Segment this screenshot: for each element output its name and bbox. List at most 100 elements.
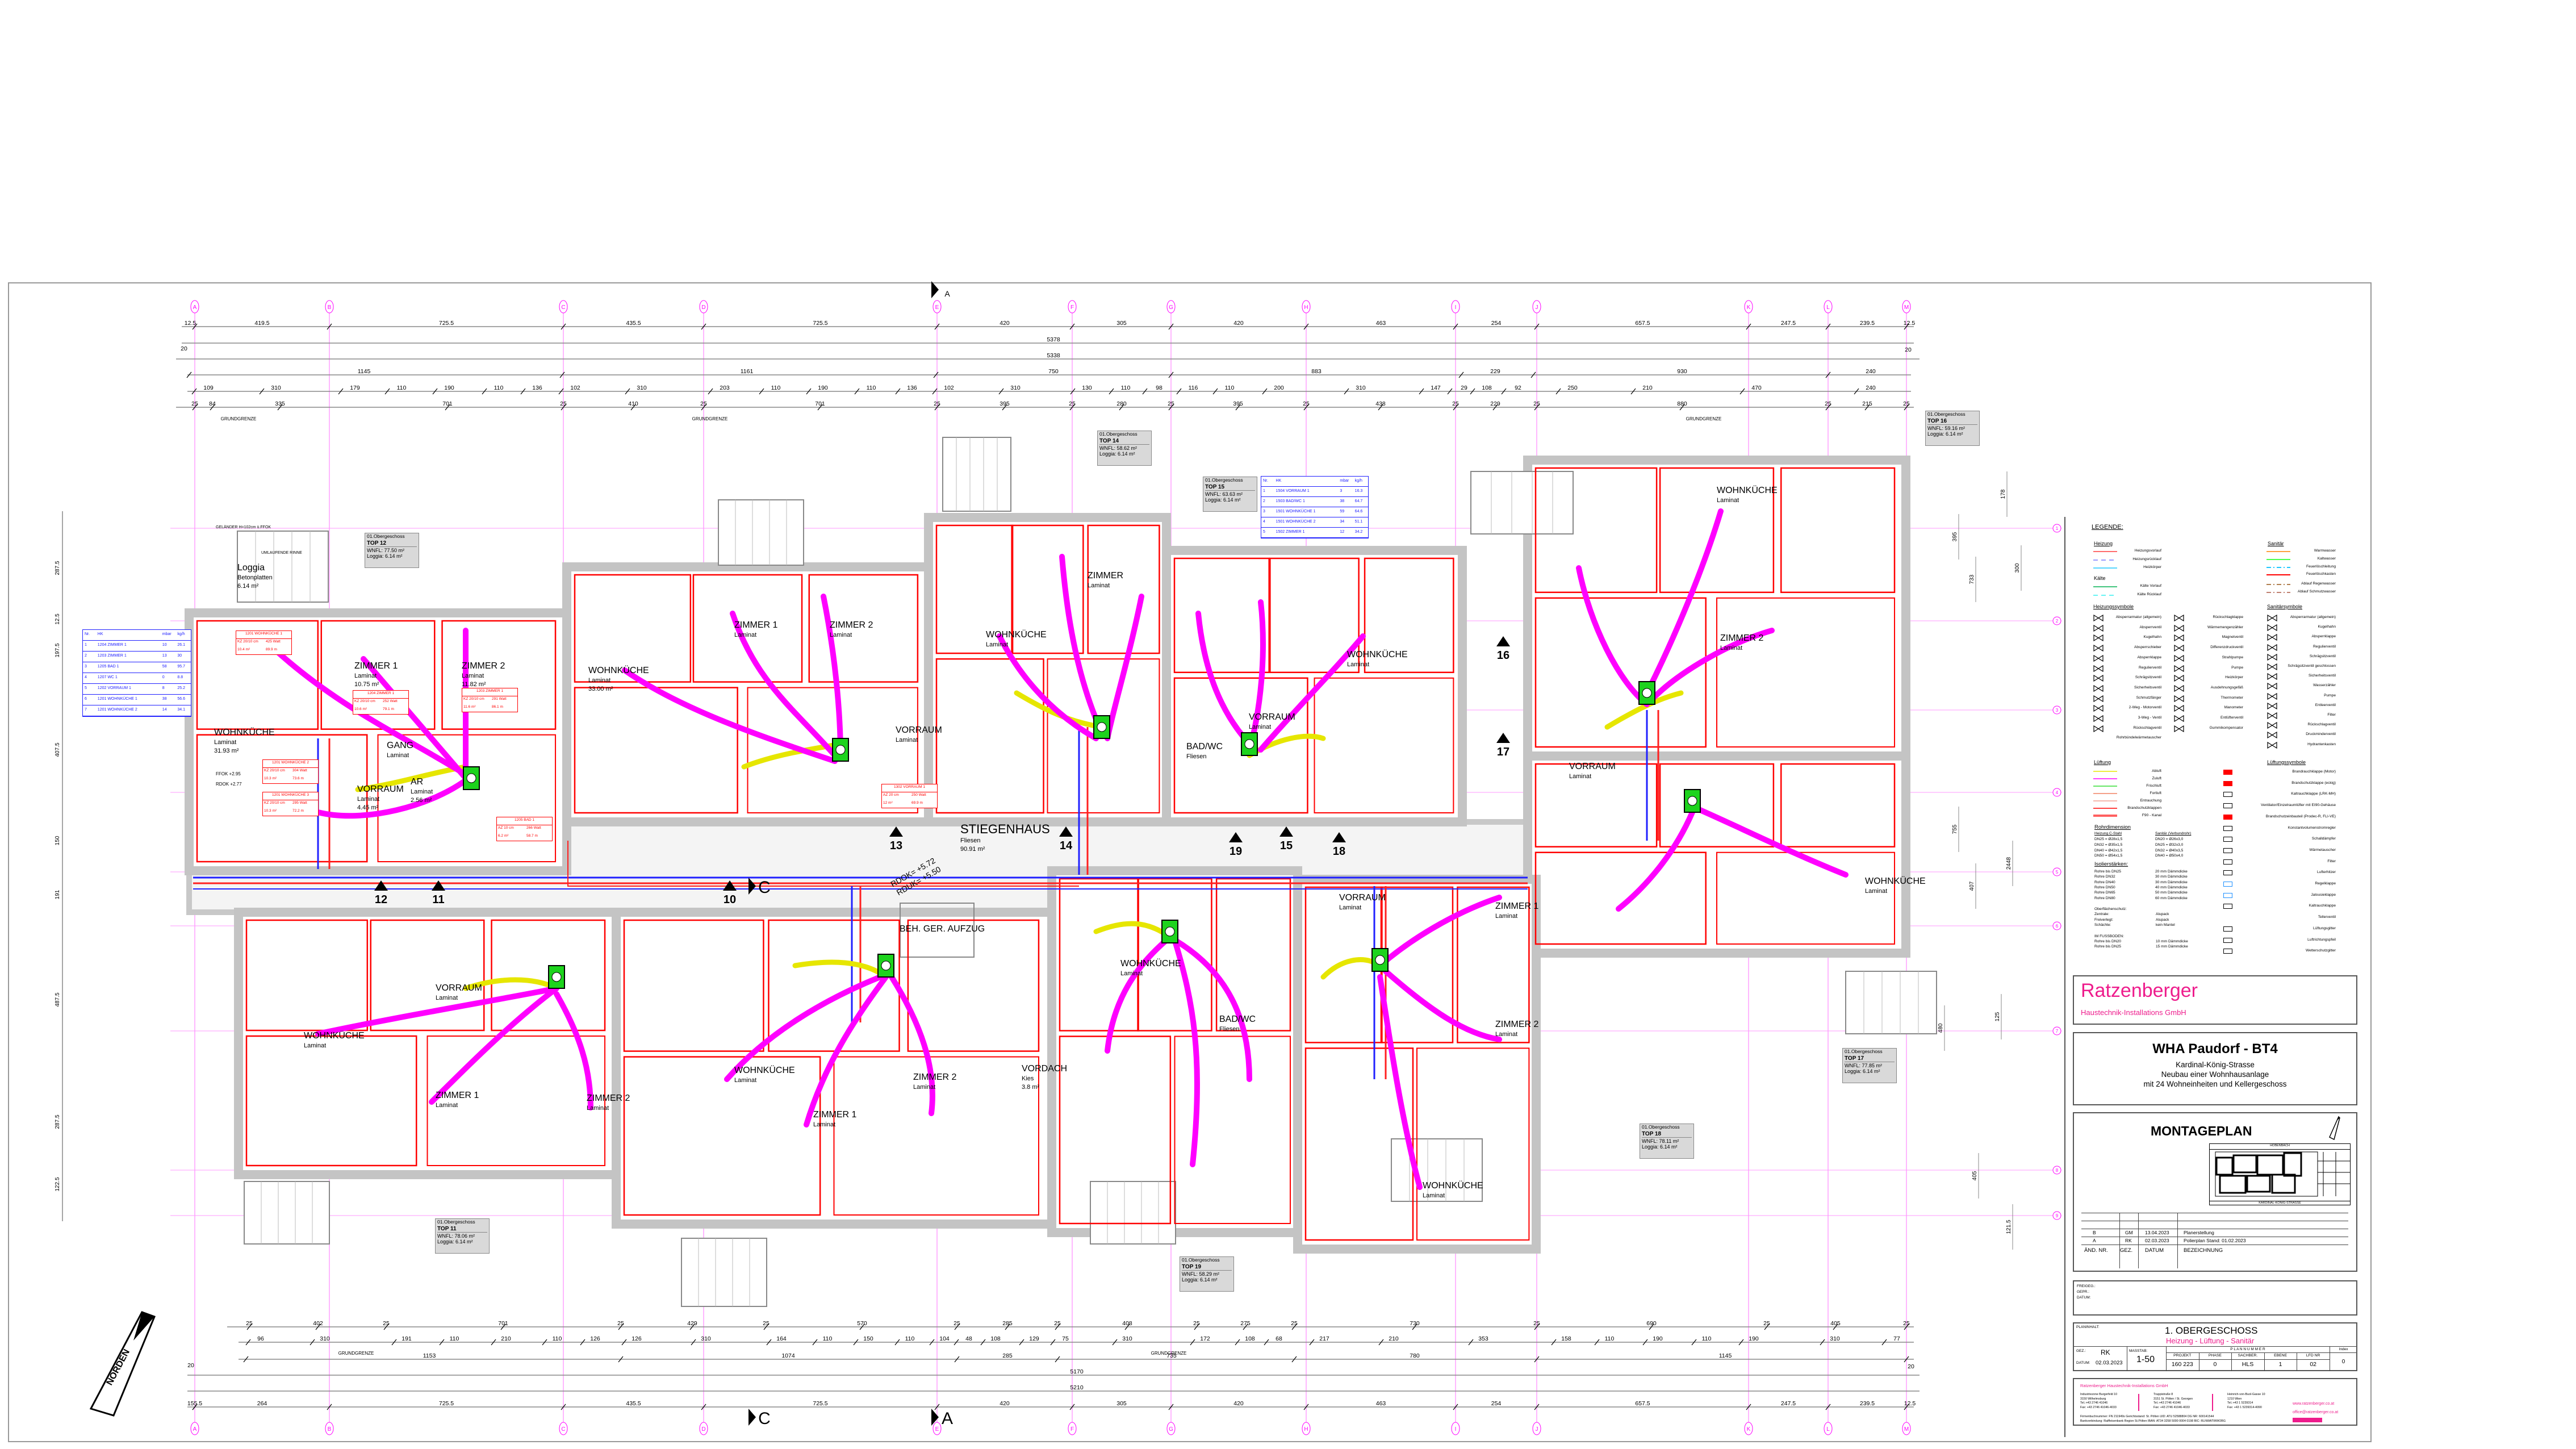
- dimension-value: 147: [1431, 385, 1441, 391]
- room-name: ZIMMER 2: [587, 1093, 630, 1103]
- dimension-tick: [1309, 1339, 1315, 1346]
- legend-valve-symbol-icon: [2267, 673, 2277, 680]
- room-name: WOHNKÜCHE: [1120, 958, 1181, 968]
- revision-row: B GM 13.04.2023 Planerstellung: [2081, 1229, 2348, 1237]
- legend-item: Sicherheitsventil: [2308, 674, 2336, 678]
- axis-bubble: [1068, 1422, 1077, 1435]
- hk-cell: 38: [162, 697, 167, 701]
- dimension-tick: [621, 1339, 627, 1346]
- unit-floor: 01.Obergeschoss: [1182, 1257, 1220, 1263]
- axis-label: E: [935, 304, 939, 311]
- dimension-tick: [934, 404, 940, 411]
- dimension-value: 247.5: [1781, 1400, 1796, 1407]
- heating-circuit-type: KZ 20/10 cm: [237, 640, 258, 644]
- room-outline: [1716, 851, 1896, 945]
- hk-cell: 38: [1340, 499, 1345, 503]
- dimension-value: 215: [1862, 400, 1872, 407]
- axis-label: J: [1536, 304, 1538, 311]
- section-marker-label: A: [942, 1409, 953, 1428]
- plan-number-value: HLS: [2242, 1361, 2254, 1368]
- revision-nr: B: [2093, 1230, 2096, 1235]
- legend-item: Absperrklappe: [2137, 655, 2161, 659]
- legend-item: Jalousieklappe: [2311, 892, 2336, 897]
- room-name: VORRAUM: [896, 725, 942, 735]
- supply-duct: [315, 775, 471, 819]
- dimension-tick: [1019, 1339, 1024, 1346]
- dimension-value: 287.5: [55, 561, 61, 575]
- legend-item: Rohrbündelwärmetauscher: [2116, 736, 2161, 740]
- supply-duct: [821, 594, 843, 758]
- annotation: FFOK +2.95: [216, 771, 241, 776]
- dimension-tick: [1002, 404, 1007, 411]
- dimension-tick: [1458, 371, 1464, 378]
- dimension-tick: [691, 1339, 696, 1346]
- footer-email-link[interactable]: office@ratzenberger.co.at: [2293, 1410, 2339, 1414]
- dimension-tick: [1378, 404, 1383, 411]
- legend-item: Oberflächenschutz:: [2094, 907, 2127, 911]
- room-outline: [747, 687, 918, 813]
- room-outline: [1059, 1035, 1172, 1225]
- dimension-value: 305: [1116, 1400, 1127, 1407]
- legend-item: Heizkörper: [2143, 565, 2161, 569]
- row-axis-label: 2: [2056, 619, 2059, 624]
- legend-item: Alupack: [2156, 917, 2169, 922]
- legend-valve-symbol-icon: [2267, 634, 2277, 641]
- heating-circuit-area: 10.6 m²: [354, 707, 367, 711]
- legend-item: Ausdehnungsgefäß: [2210, 685, 2243, 690]
- loggia-outline: [237, 531, 329, 603]
- project-title: WHA Paudorf - BT4: [2152, 1041, 2278, 1057]
- supply-duct: [1383, 968, 1502, 1042]
- room-outline: [1173, 557, 1270, 674]
- legend-line-swatch: [2266, 584, 2290, 585]
- footer-website-link[interactable]: www.ratzenberger.co.at: [2293, 1402, 2335, 1406]
- dimension-tick: [1142, 388, 1148, 395]
- dimension-tick: [1069, 404, 1075, 411]
- legend-valve-symbol-icon: [2267, 615, 2277, 621]
- supply-duct: [1173, 940, 1201, 1167]
- dimension-tick: [482, 388, 487, 395]
- loggia-outline: [681, 1238, 767, 1307]
- dimension-tick: [1168, 1404, 1174, 1410]
- dimension-value: 25: [1168, 400, 1174, 407]
- dimension-value: 25: [1533, 400, 1540, 407]
- dimension-tick: [1168, 323, 1174, 330]
- dimension-tick: [1904, 404, 1909, 411]
- room-name: WOHNKÜCHE: [986, 629, 1047, 640]
- hk-cell: 1203 ZIMMER 1: [97, 654, 127, 658]
- dimension-tick: [1820, 1339, 1825, 1346]
- dimension-tick: [310, 1339, 315, 1346]
- revision-nr: A: [2093, 1238, 2096, 1243]
- legend-item: Rohre DN50: [2094, 885, 2115, 890]
- axis-bubble: [1824, 1422, 1833, 1435]
- site-street-top: HÖBENBACH: [2210, 1144, 2350, 1150]
- dimension-value: 25: [1069, 400, 1076, 407]
- legend-item: Wasserzähler: [2312, 683, 2336, 688]
- hk-cell: 34.1: [177, 708, 186, 712]
- dimension-tick: [1854, 388, 1859, 395]
- room-name: VORRAUM: [1569, 762, 1616, 771]
- room-name: ZIMMER 2: [1720, 633, 1764, 643]
- dimension-value: 150: [55, 836, 61, 845]
- dimension-value: 229: [1490, 400, 1500, 407]
- supply-duct: [1644, 508, 1724, 696]
- room-outline: [491, 919, 606, 1032]
- dimension-value: 883: [1311, 368, 1322, 375]
- dimension-value: 190: [818, 385, 828, 391]
- dimension-tick: [245, 1339, 251, 1346]
- stair-number: 17: [1497, 746, 1509, 758]
- legend-item: Kälte Vorlauf: [2140, 584, 2161, 588]
- legend-line-swatch: [2093, 771, 2117, 772]
- dimension-tick: [561, 323, 566, 330]
- boundary-label: GRUNDGRENZE: [1686, 416, 1722, 421]
- legend-section-lueftung: Lüftung: [2094, 759, 2111, 765]
- dimension-tick: [315, 1323, 321, 1330]
- axis-bubble: [1744, 1422, 1753, 1435]
- legend-item: Manometer: [2224, 705, 2243, 710]
- dimension-value: 110: [823, 1335, 833, 1342]
- hk-cell: HK: [97, 632, 103, 636]
- scale-value: 1-50: [2136, 1355, 2155, 1364]
- stair-number: 14: [1060, 840, 1073, 852]
- axis-bubble: [325, 300, 334, 314]
